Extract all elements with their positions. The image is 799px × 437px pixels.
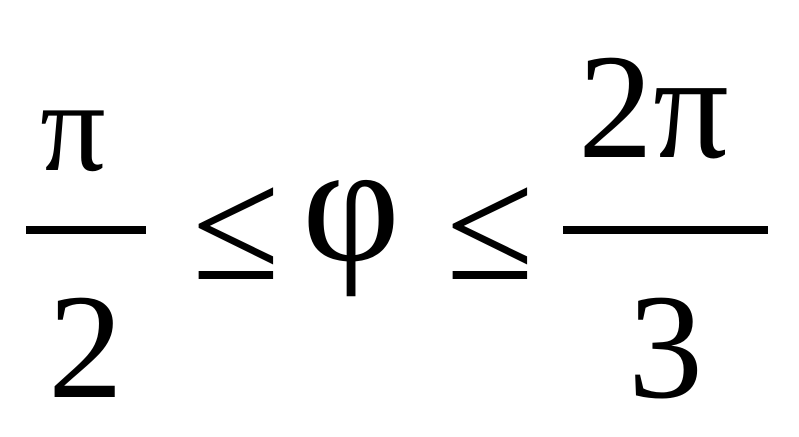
left-fraction-numerator: π — [40, 55, 106, 199]
left-fraction-denominator: 2 — [48, 264, 123, 430]
less-than-or-equal-symbol-2: ≤ — [446, 136, 534, 314]
right-fraction-bar — [563, 226, 768, 234]
less-than-or-equal-symbol-1: ≤ — [192, 136, 280, 314]
right-fraction-numerator: 2π — [578, 24, 729, 190]
right-fraction-denominator: 3 — [628, 264, 703, 430]
phi-variable: φ — [302, 109, 401, 297]
left-fraction-bar — [26, 226, 146, 234]
